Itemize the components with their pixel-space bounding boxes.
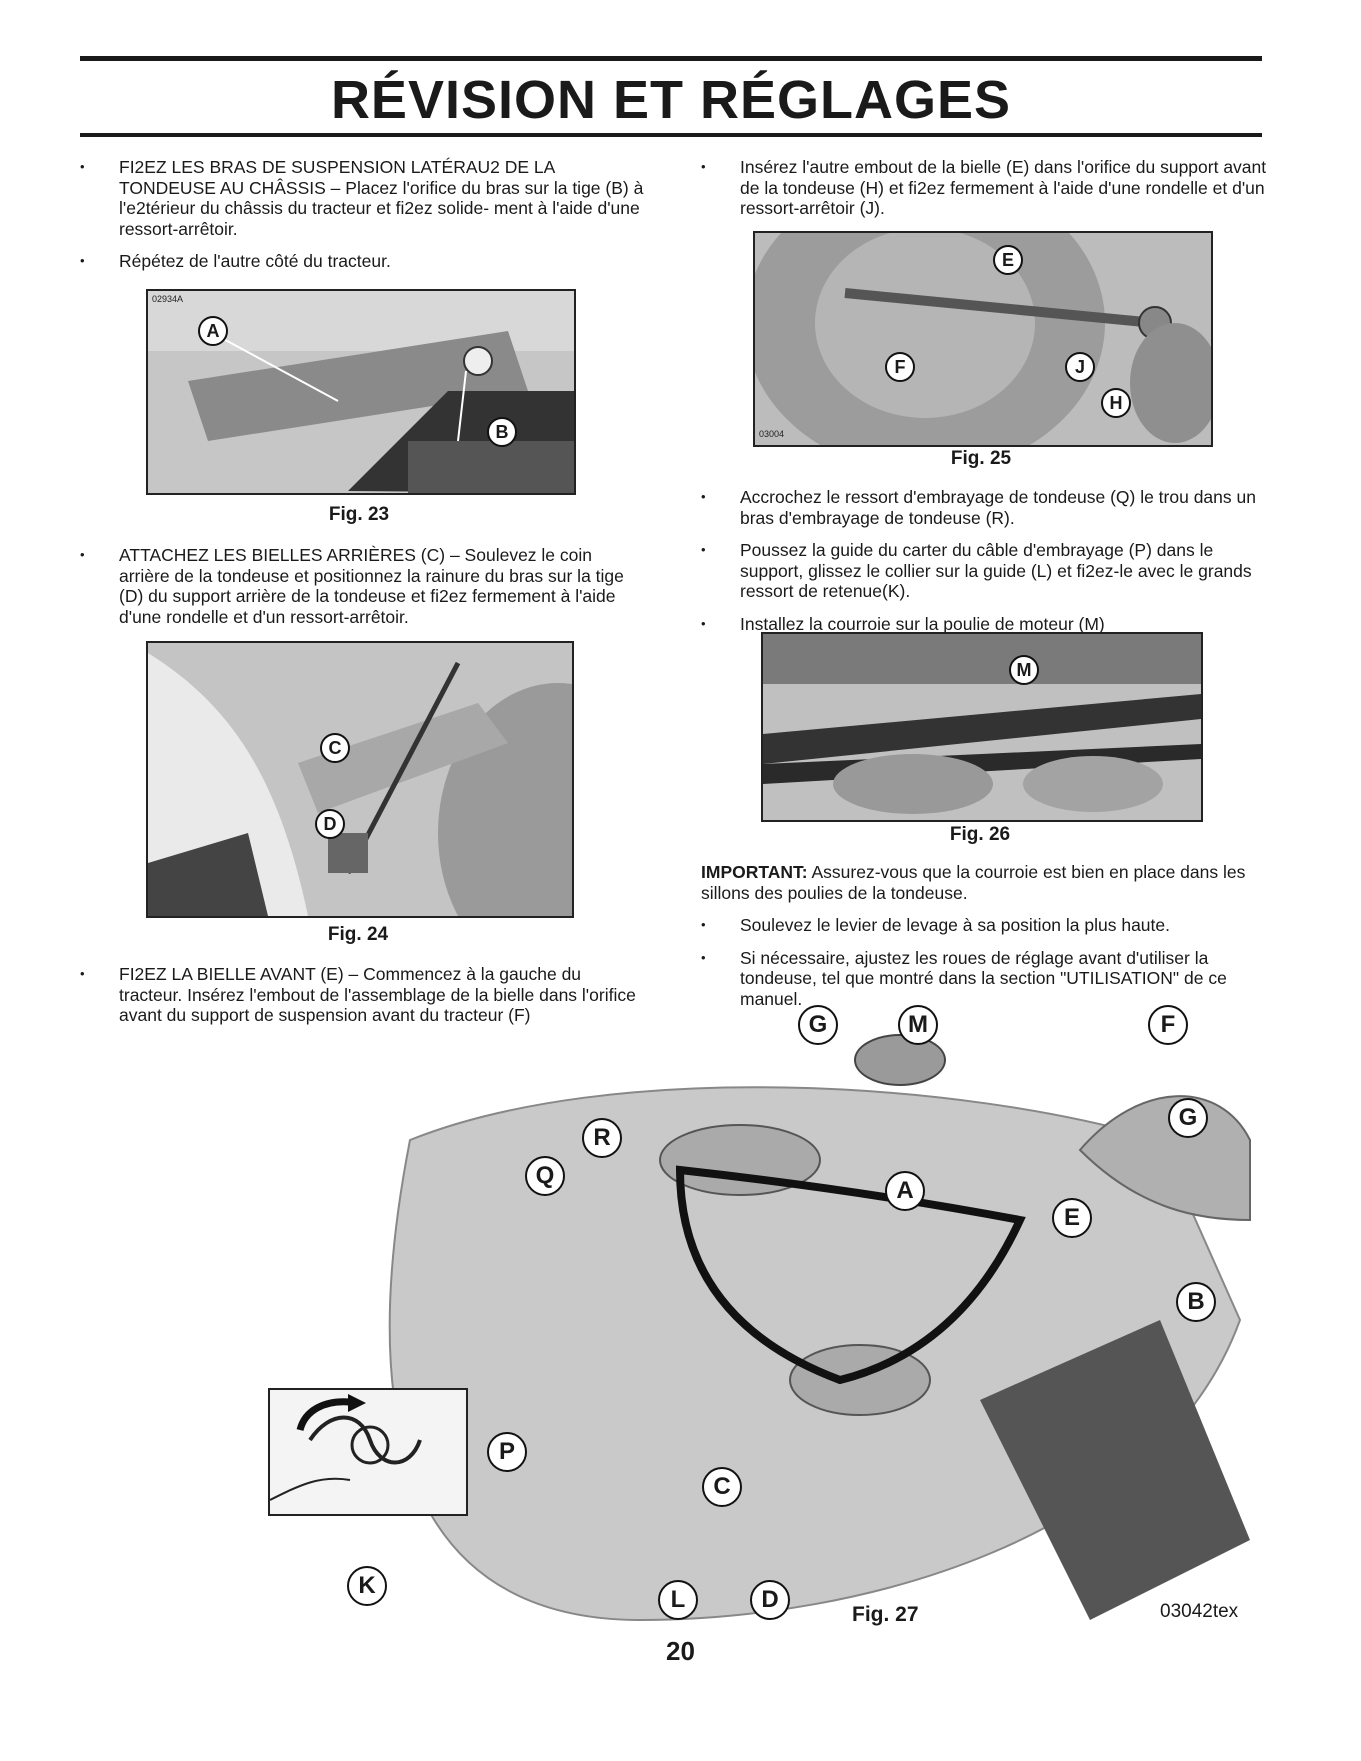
callout-c: C [320, 733, 350, 763]
figure-27-caption: Fig. 27 [852, 1603, 919, 1626]
figure-25-caption: Fig. 25 [950, 448, 1012, 469]
callout-f-top: F [1148, 1005, 1188, 1045]
instruction-lift-lever: Soulevez le levier de levage à sa positi… [701, 915, 1267, 936]
instruction-rear-links: ATTACHEZ LES BIELLES ARRIÈRES (C) – Soul… [80, 545, 646, 627]
page-title: RÉVISION ET RÉGLAGES [330, 70, 1012, 130]
figure-26-caption: Fig. 26 [949, 824, 1011, 845]
right-column-important: IMPORTANT: Assurez-vous que la courroie … [701, 862, 1267, 1021]
left-column: FI2EZ LES BRAS DE SUSPENSION LATÉRAU2 DE… [80, 157, 646, 284]
instruction-side-arms: FI2EZ LES BRAS DE SUSPENSION LATÉRAU2 DE… [80, 157, 646, 239]
page-number: 20 [666, 1636, 695, 1666]
instruction-insert-link: Insérez l'autre embout de la bielle (E) … [701, 157, 1267, 219]
important-label: IMPORTANT: [701, 862, 808, 882]
important-note: IMPORTANT: Assurez-vous que la courroie … [701, 862, 1267, 903]
figure-24-caption: Fig. 24 [327, 924, 389, 945]
callout-h: H [1101, 388, 1131, 418]
callout-b: B [487, 417, 517, 447]
callout-g-top: G [798, 1005, 838, 1045]
callout-b: B [1176, 1282, 1216, 1322]
callout-m: M [1009, 655, 1039, 685]
instruction-adjust-wheels: Si nécessaire, ajustez les roues de régl… [701, 948, 1267, 1010]
callout-q: Q [525, 1156, 565, 1196]
top-rule [80, 56, 1262, 61]
figure-23-caption: Fig. 23 [328, 504, 390, 525]
callout-f: F [885, 352, 915, 382]
title-underline [80, 133, 1262, 137]
left-column-rear-links: ATTACHEZ LES BIELLES ARRIÈRES (C) – Soul… [80, 545, 646, 639]
figure-23-image: 02934A A B [146, 289, 576, 495]
figure-23-code: 02934A [152, 294, 184, 304]
callout-r: R [582, 1118, 622, 1158]
instruction-front-link: FI2EZ LA BIELLE AVANT (E) – Commencez à … [80, 964, 646, 1026]
figure-25-image: 03004 E F J H [753, 231, 1213, 447]
callout-p: P [487, 1432, 527, 1472]
right-column-belt: Accrochez le ressort d'embrayage de tond… [701, 487, 1267, 646]
figure-27-inset [268, 1388, 468, 1516]
callout-j: J [1065, 352, 1095, 382]
figure-24-image: C D [146, 641, 574, 918]
callout-d: D [315, 809, 345, 839]
instruction-repeat-side: Répétez de l'autre côté du tracteur. [80, 251, 646, 272]
instruction-install-belt: Installez la courroie sur la poulie de m… [701, 614, 1267, 635]
callout-l: L [658, 1580, 698, 1620]
figure-27-code: 03042tex [1160, 1601, 1239, 1622]
callout-m-top: M [898, 1005, 938, 1045]
right-column: Insérez l'autre embout de la bielle (E) … [701, 157, 1267, 231]
important-text: Assurez-vous que la courroie est bien en… [701, 862, 1246, 903]
callout-e: E [993, 245, 1023, 275]
figure-27-image: G M F G R Q A E B P C K L D [260, 1005, 1262, 1640]
callout-a: A [885, 1171, 925, 1211]
callout-e: E [1052, 1198, 1092, 1238]
callout-g-right: G [1168, 1098, 1208, 1138]
callout-a: A [198, 316, 228, 346]
left-column-front-link: FI2EZ LA BIELLE AVANT (E) – Commencez à … [80, 964, 646, 1038]
instruction-clutch-spring: Accrochez le ressort d'embrayage de tond… [701, 487, 1267, 528]
callout-c: C [702, 1467, 742, 1507]
instruction-cable-guide: Poussez la guide du carter du câble d'em… [701, 540, 1267, 602]
figure-26-image: M [761, 632, 1203, 822]
callout-d: D [750, 1580, 790, 1620]
callout-k: K [347, 1566, 387, 1606]
figure-25-code: 03004 [759, 429, 785, 439]
